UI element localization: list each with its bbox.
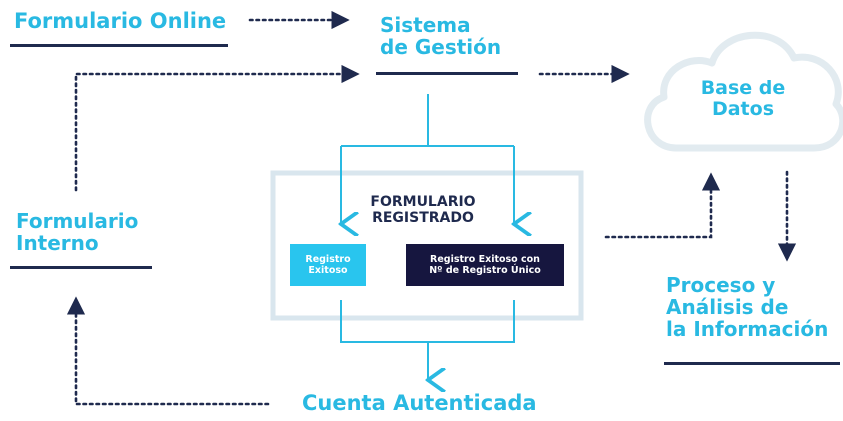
underline-proceso-analisis	[664, 362, 840, 365]
underline-formulario-online	[10, 44, 228, 47]
node-cuenta-autenticada: Cuenta Autenticada	[302, 391, 537, 415]
underline-formulario-interno	[10, 266, 152, 269]
box-registro-exitoso-unico: Registro Exitoso con Nº de Registro Únic…	[406, 244, 564, 286]
node-sistema-gestion: Sistema de Gestión	[380, 13, 502, 59]
solid-connectors	[341, 94, 514, 380]
registered-form-frame	[270, 170, 584, 321]
node-formulario-online: Formulario Online	[14, 9, 227, 33]
dotted-frame-to-datos	[604, 172, 721, 239]
node-proceso-analisis: Proceso y Análisis de la Información	[666, 273, 829, 341]
dotted-cuenta-to-interno	[66, 296, 270, 406]
box-registro-exitoso: Registro Exitoso	[290, 244, 366, 286]
dotted-interno-to-gestion	[74, 64, 360, 192]
connector-merge	[340, 300, 515, 343]
underline-sistema-gestion	[376, 72, 518, 75]
node-base-datos: Base de Datos	[700, 77, 786, 120]
node-formulario-registrado: FORMULARIO REGISTRADO	[370, 194, 476, 227]
database-cloud-icon	[644, 31, 843, 152]
node-formulario-interno: Formulario Interno	[16, 209, 139, 255]
